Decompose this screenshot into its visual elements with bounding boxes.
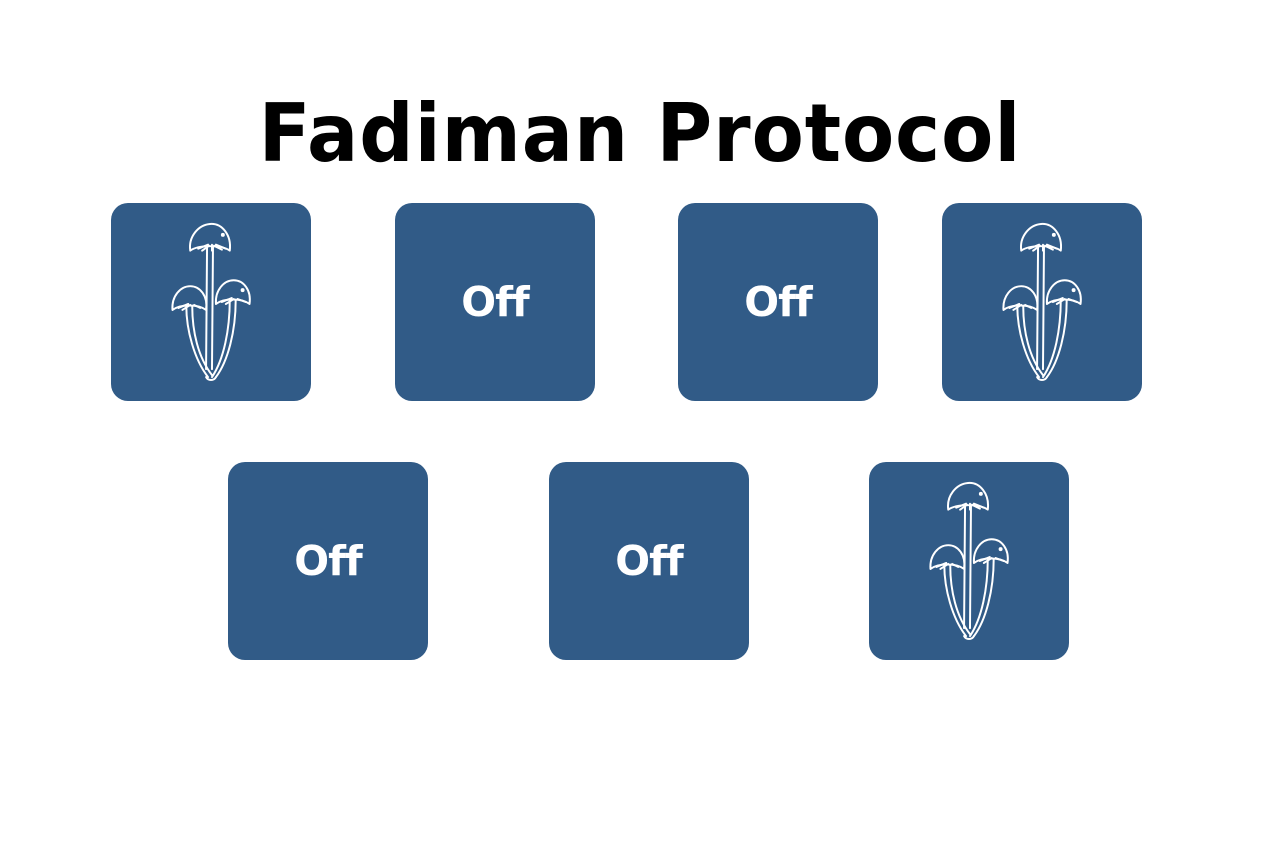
day-tile-4-dose[interactable] — [942, 203, 1142, 401]
mushroom-icon — [929, 481, 1009, 641]
mushroom-icon — [171, 222, 251, 382]
off-label: Off — [744, 278, 813, 326]
off-label: Off — [294, 537, 363, 585]
day-tile-7-dose[interactable] — [869, 462, 1069, 660]
day-tile-6-off[interactable]: Off — [549, 462, 749, 660]
day-tile-2-off[interactable]: Off — [395, 203, 595, 401]
day-tile-1-dose[interactable] — [111, 203, 311, 401]
page-title: Fadiman Protocol — [258, 87, 1022, 180]
day-tile-3-off[interactable]: Off — [678, 203, 878, 401]
off-label: Off — [461, 278, 530, 326]
mushroom-icon — [1002, 222, 1082, 382]
day-tile-5-off[interactable]: Off — [228, 462, 428, 660]
off-label: Off — [615, 537, 684, 585]
